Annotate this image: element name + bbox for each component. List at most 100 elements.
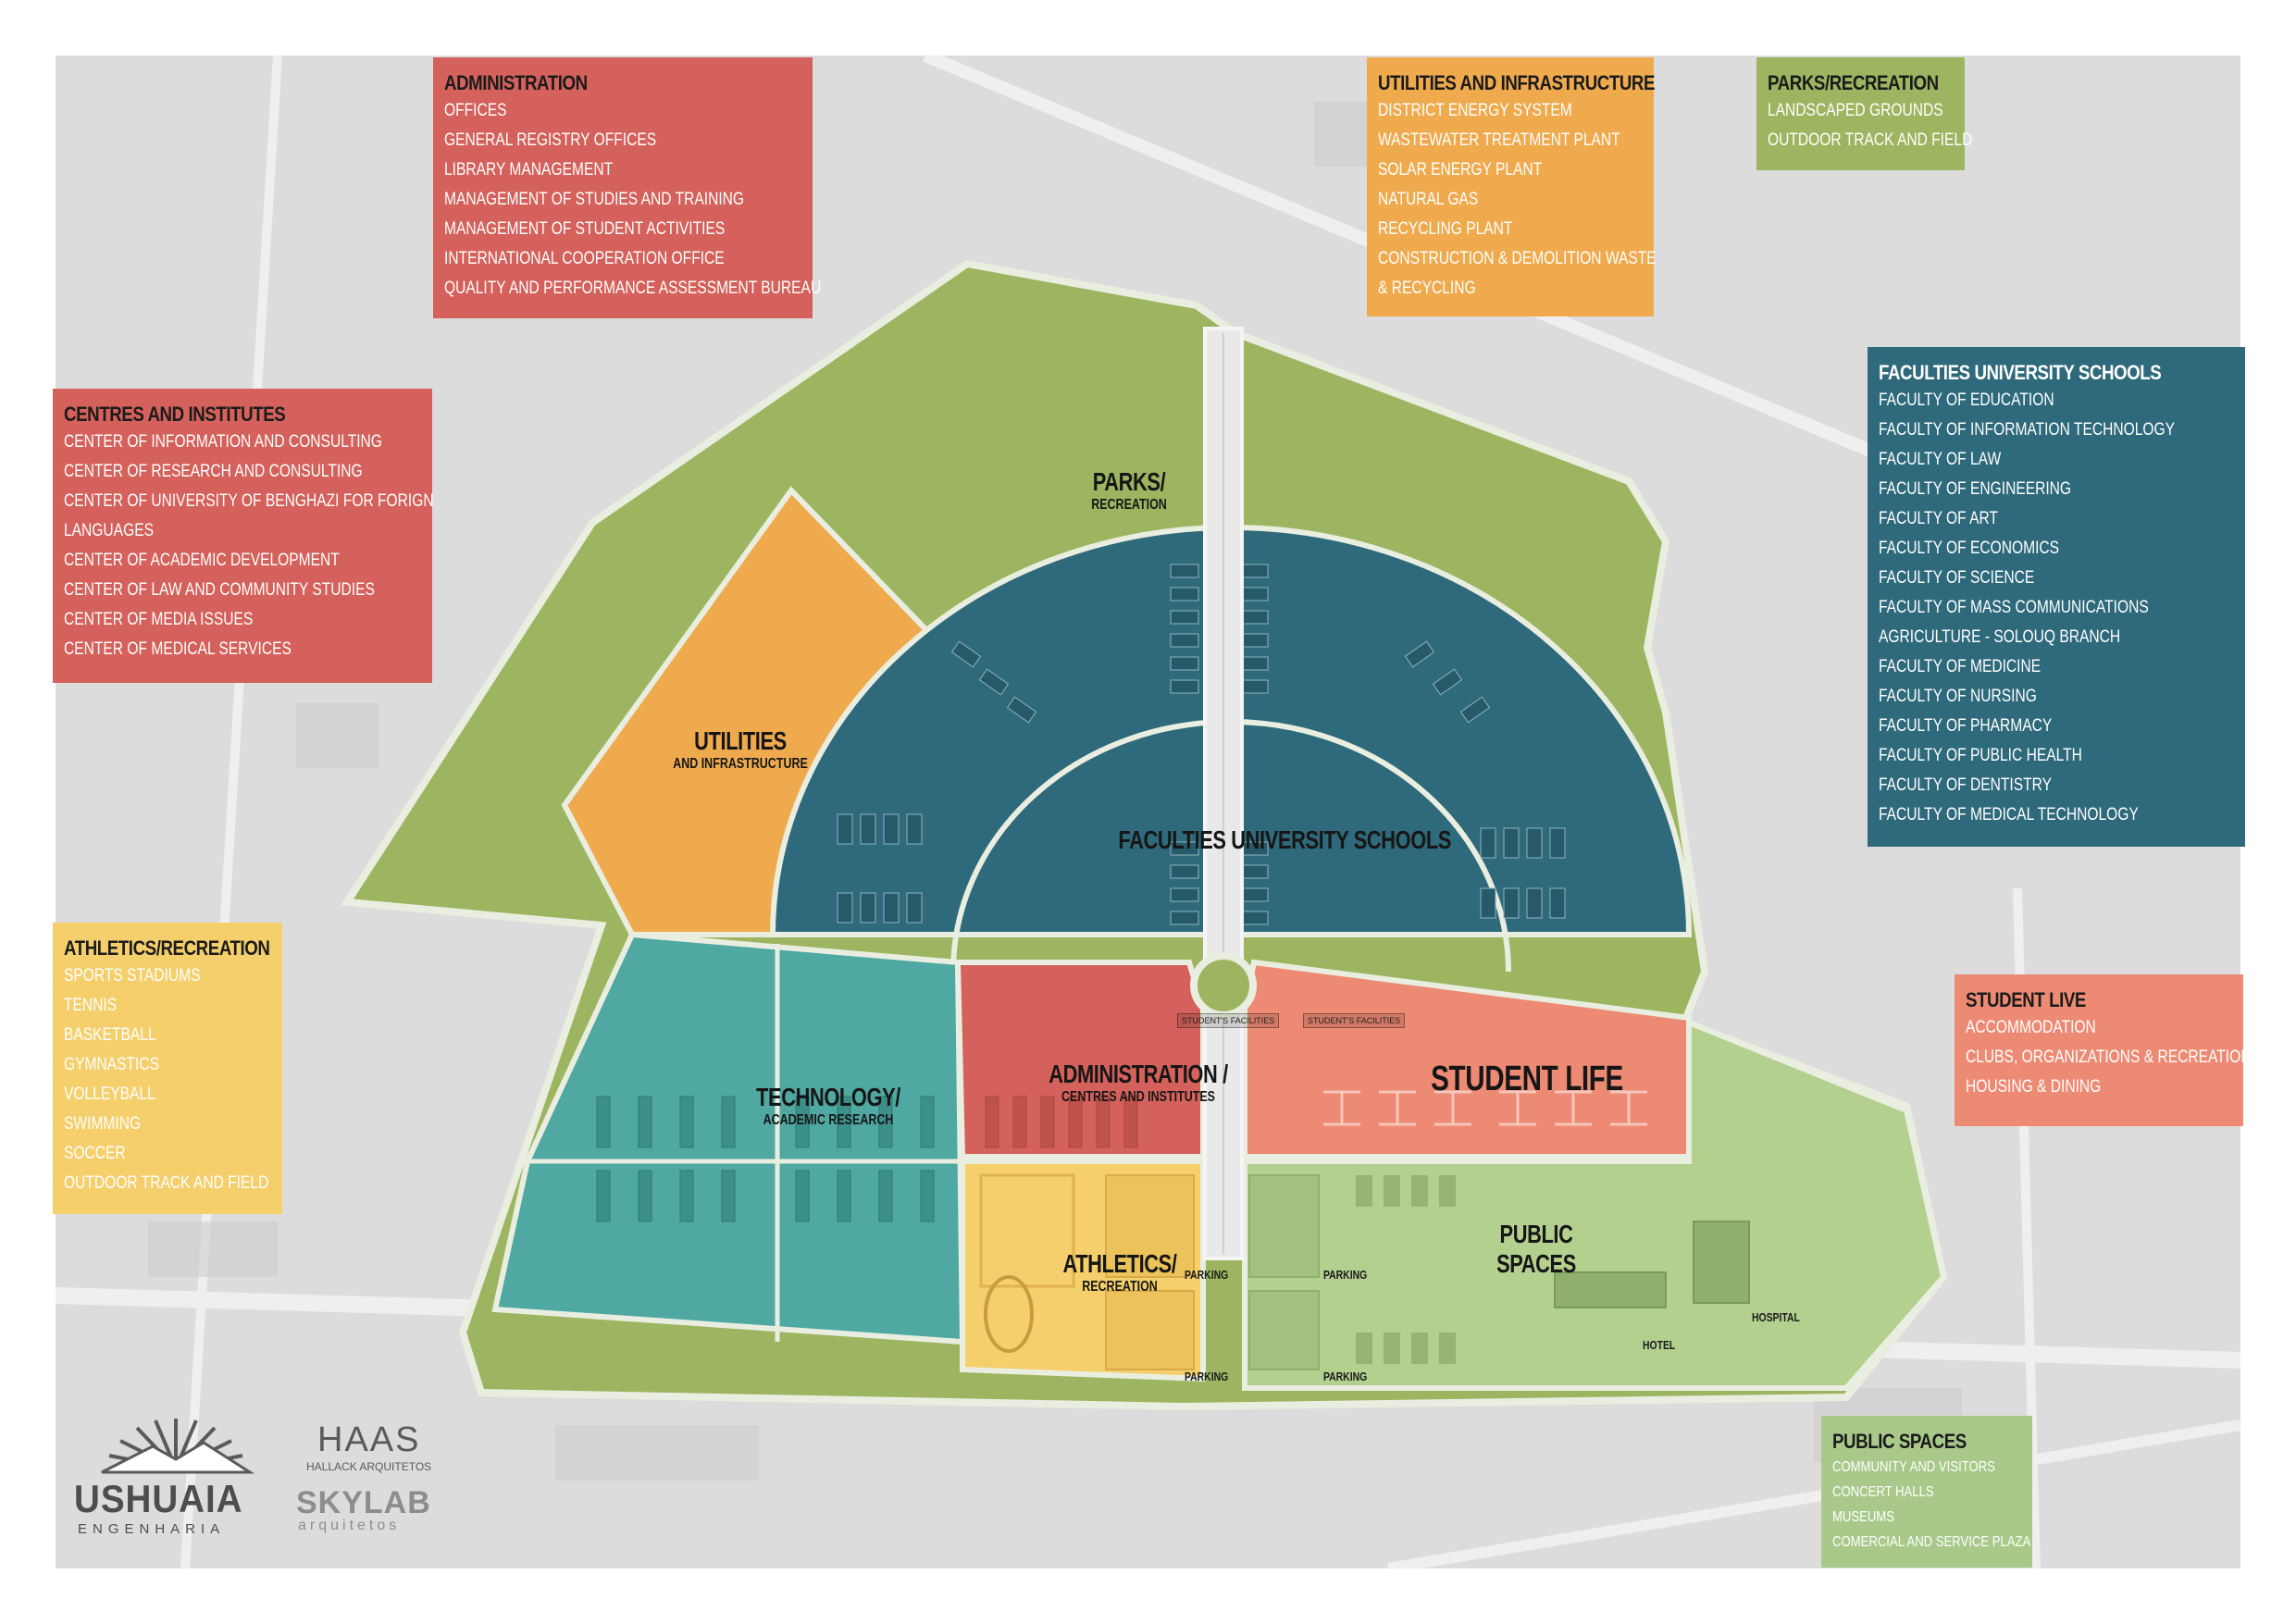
legend-item: MUSEUMS <box>1832 1509 1895 1525</box>
legend-item: CENTER OF UNIVERSITY OF BENGHAZI FOR FOR… <box>64 491 434 511</box>
legend-item: MANAGEMENT OF STUDENT ACTIVITIES <box>444 219 726 239</box>
legend-item: INTERNATIONAL COOPERATION OFFICE <box>444 249 725 268</box>
legend-item: FACULTY OF EDUCATION <box>1879 391 2054 410</box>
administration-buildings <box>985 1096 1138 1148</box>
ushuaia-name: USHUAIA <box>74 1477 243 1520</box>
legend-item: FACULTY OF MEDICAL TECHNOLOGY <box>1879 805 2139 824</box>
hotel-label: HOTEL <box>1643 1338 1676 1352</box>
legend-item: MANAGEMENT OF STUDIES AND TRAINING <box>444 190 745 209</box>
legend-athletics: ATHLETICS/RECREATION SPORTS STADIUMS TEN… <box>53 923 282 1214</box>
legend-item: DISTRICT ENERGY SYSTEM <box>1378 101 1572 120</box>
legend-item: TENNIS <box>64 996 118 1015</box>
legend-item: COMMUNITY AND VISITORS <box>1832 1459 1995 1475</box>
public-spaces-features <box>1248 1174 1750 1370</box>
legend-item: SPORTS STADIUMS <box>64 966 201 986</box>
zone-parks-subtitle: RECREATION <box>1091 497 1167 513</box>
legend-item: CENTER OF MEDIA ISSUES <box>64 610 254 629</box>
technology-buildings <box>596 1096 935 1222</box>
skylab-logo: SKYLAB arquitetos <box>296 1485 453 1534</box>
legend-item: GENERAL REGISTRY OFFICES <box>444 130 657 150</box>
legend-item: FACULTY OF ART <box>1879 509 1999 528</box>
student-life-buildings <box>1323 1090 1647 1126</box>
legend-item: CENTER OF MEDICAL SERVICES <box>64 639 292 659</box>
legend-item: FACULTY OF MEDICINE <box>1879 657 2042 676</box>
legend-faculties: FACULTIES UNIVERSITY SCHOOLS FACULTY OF … <box>1868 347 2245 847</box>
skylab-sub: arquitetos <box>298 1518 401 1533</box>
legend-utilities: UTILITIES AND INFRASTRUCTURE DISTRICT EN… <box>1367 57 1657 316</box>
zone-utilities-title: UTILITIES <box>694 726 787 755</box>
legend-item: FACULTY OF DENTISTRY <box>1879 775 2052 795</box>
zone-label-technology: TECHNOLOGY/ ACADEMIC RESEARCH <box>713 1083 944 1129</box>
legend-item: FACULTY OF PUBLIC HEALTH <box>1879 746 2082 765</box>
parking-label-2: PARKING <box>1185 1370 1229 1383</box>
legend-item: LANDSCAPED GROUNDS <box>1768 101 1943 120</box>
legend-item: FACULTY OF NURSING <box>1879 687 2037 706</box>
legend-item: & RECYCLING <box>1378 279 1476 298</box>
legend-item: OUTDOOR TRACK AND FIELD <box>1768 130 1973 150</box>
legend-item: SOLAR ENERGY PLANT <box>1378 160 1543 180</box>
legend-item: FACULTY OF LAW <box>1879 450 2002 469</box>
parking-label-4: PARKING <box>1323 1370 1368 1383</box>
legend-centres: CENTRES AND INSTITUTES CENTER OF INFORMA… <box>53 389 434 683</box>
zone-public-spaces-fill <box>1242 1018 1947 1391</box>
legend-item: FACULTY OF PHARMACY <box>1879 716 2053 736</box>
zone-technology-title: TECHNOLOGY/ <box>756 1083 900 1111</box>
legend-item: AGRICULTURE - SOLOUQ BRANCH <box>1879 627 2121 647</box>
zone-parks-title: PARKS/ <box>1092 467 1166 496</box>
legend-student-live-title: STUDENT LIVE <box>1966 988 2086 1011</box>
legend-item: FACULTY OF INFORMATION TECHNOLOGY <box>1879 420 2176 440</box>
legend-utilities-title: UTILITIES AND INFRASTRUCTURE <box>1378 71 1656 94</box>
technology-road <box>527 944 962 1342</box>
zone-label-utilities: UTILITIES AND INFRASTRUCTURE <box>639 726 842 773</box>
legend-item: FACULTY OF MASS COMMUNICATIONS <box>1879 598 2149 617</box>
legend-item: CENTER OF RESEARCH AND CONSULTING <box>64 462 363 481</box>
legend-public-spaces: PUBLIC SPACES COMMUNITY AND VISITORS CON… <box>1821 1416 2032 1568</box>
legend-item: CLUBS, ORGANIZATIONS & RECREATION <box>1966 1048 2252 1067</box>
students-facilities-label-right: STUDENT'S FACILITIES <box>1303 1013 1406 1028</box>
legend-item: FACULTY OF ENGINEERING <box>1879 479 2072 499</box>
skylab-name: SKYLAB <box>296 1485 431 1520</box>
hospital-label: HOSPITAL <box>1752 1310 1800 1324</box>
zone-student-life-title: STUDENT LIFE <box>1431 1060 1623 1098</box>
legend-item: OUTDOOR TRACK AND FIELD <box>64 1173 269 1193</box>
ushuaia-mountain-icon <box>101 1419 255 1474</box>
legend-centres-title: CENTRES AND INSTITUTES <box>64 403 286 426</box>
legend-item: CONCERT HALLS <box>1832 1484 1934 1500</box>
students-facilities-label-left: STUDENT'S FACILITIES <box>1177 1013 1280 1028</box>
legend-parks-title: PARKS/RECREATION <box>1768 71 1939 94</box>
ushuaia-logo: USHUAIA ENGENHARIA <box>74 1411 278 1550</box>
legend-administration: ADMINISTRATION OFFICES GENERAL REGISTRY … <box>433 57 821 318</box>
zone-label-faculties: FACULTIES UNIVERSITY SCHOOLS <box>1074 825 1481 855</box>
zone-administration-subtitle: CENTRES AND INSTITUTES <box>1061 1089 1215 1105</box>
legend-athletics-title: ATHLETICS/RECREATION <box>64 936 270 960</box>
zone-label-athletics: ATHLETICS/ RECREATION <box>1027 1249 1212 1295</box>
legend-item: FACULTY OF SCIENCE <box>1879 568 2035 588</box>
legend-administration-title: ADMINISTRATION <box>444 71 588 94</box>
zone-faculties-title: FACULTIES UNIVERSITY SCHOOLS <box>1118 825 1451 854</box>
zone-parks-fill <box>810 282 1194 500</box>
legend-item: CENTER OF INFORMATION AND CONSULTING <box>64 432 382 452</box>
zone-label-student-life: STUDENT LIFE <box>1351 1060 1703 1099</box>
legend-item: WASTEWATER TREATMENT PLANT <box>1378 130 1620 150</box>
legend-item: COMERCIAL AND SERVICE PLAZA <box>1832 1534 2031 1550</box>
parking-label-3: PARKING <box>1323 1268 1368 1282</box>
zone-public-spaces-title2: SPACES <box>1496 1249 1576 1278</box>
legend-item: SWIMMING <box>64 1114 142 1134</box>
legend-item: CENTER OF ACADEMIC DEVELOPMENT <box>64 551 340 570</box>
legend-item: CENTER OF LAW AND COMMUNITY STUDIES <box>64 580 375 600</box>
legend-public-spaces-title: PUBLIC SPACES <box>1832 1430 1967 1453</box>
legend-item: LANGUAGES <box>64 521 154 540</box>
legend-item: CONSTRUCTION & DEMOLITION WASTE <box>1378 249 1657 268</box>
zone-technology-subtitle: ACADEMIC RESEARCH <box>763 1112 894 1128</box>
legend-item: FACULTY OF ECONOMICS <box>1879 539 2060 558</box>
zone-athletics-title: ATHLETICS/ <box>1062 1249 1177 1278</box>
parking-label-1: PARKING <box>1185 1268 1229 1282</box>
haas-logo: HAAS HALLACK ARQUITETOS <box>301 1420 458 1473</box>
legend-item: VOLLEYBALL <box>64 1085 155 1104</box>
legend-item: HOUSING & DINING <box>1966 1077 2102 1097</box>
zone-athletics-subtitle: RECREATION <box>1082 1279 1158 1295</box>
zone-label-public-spaces: PUBLIC SPACES <box>1462 1220 1610 1279</box>
legend-parks: PARKS/RECREATION LANDSCAPED GROUNDS OUTD… <box>1756 57 1973 170</box>
zone-label-parks: PARKS/ RECREATION <box>1055 467 1203 514</box>
legend-faculties-title: FACULTIES UNIVERSITY SCHOOLS <box>1879 361 2162 384</box>
